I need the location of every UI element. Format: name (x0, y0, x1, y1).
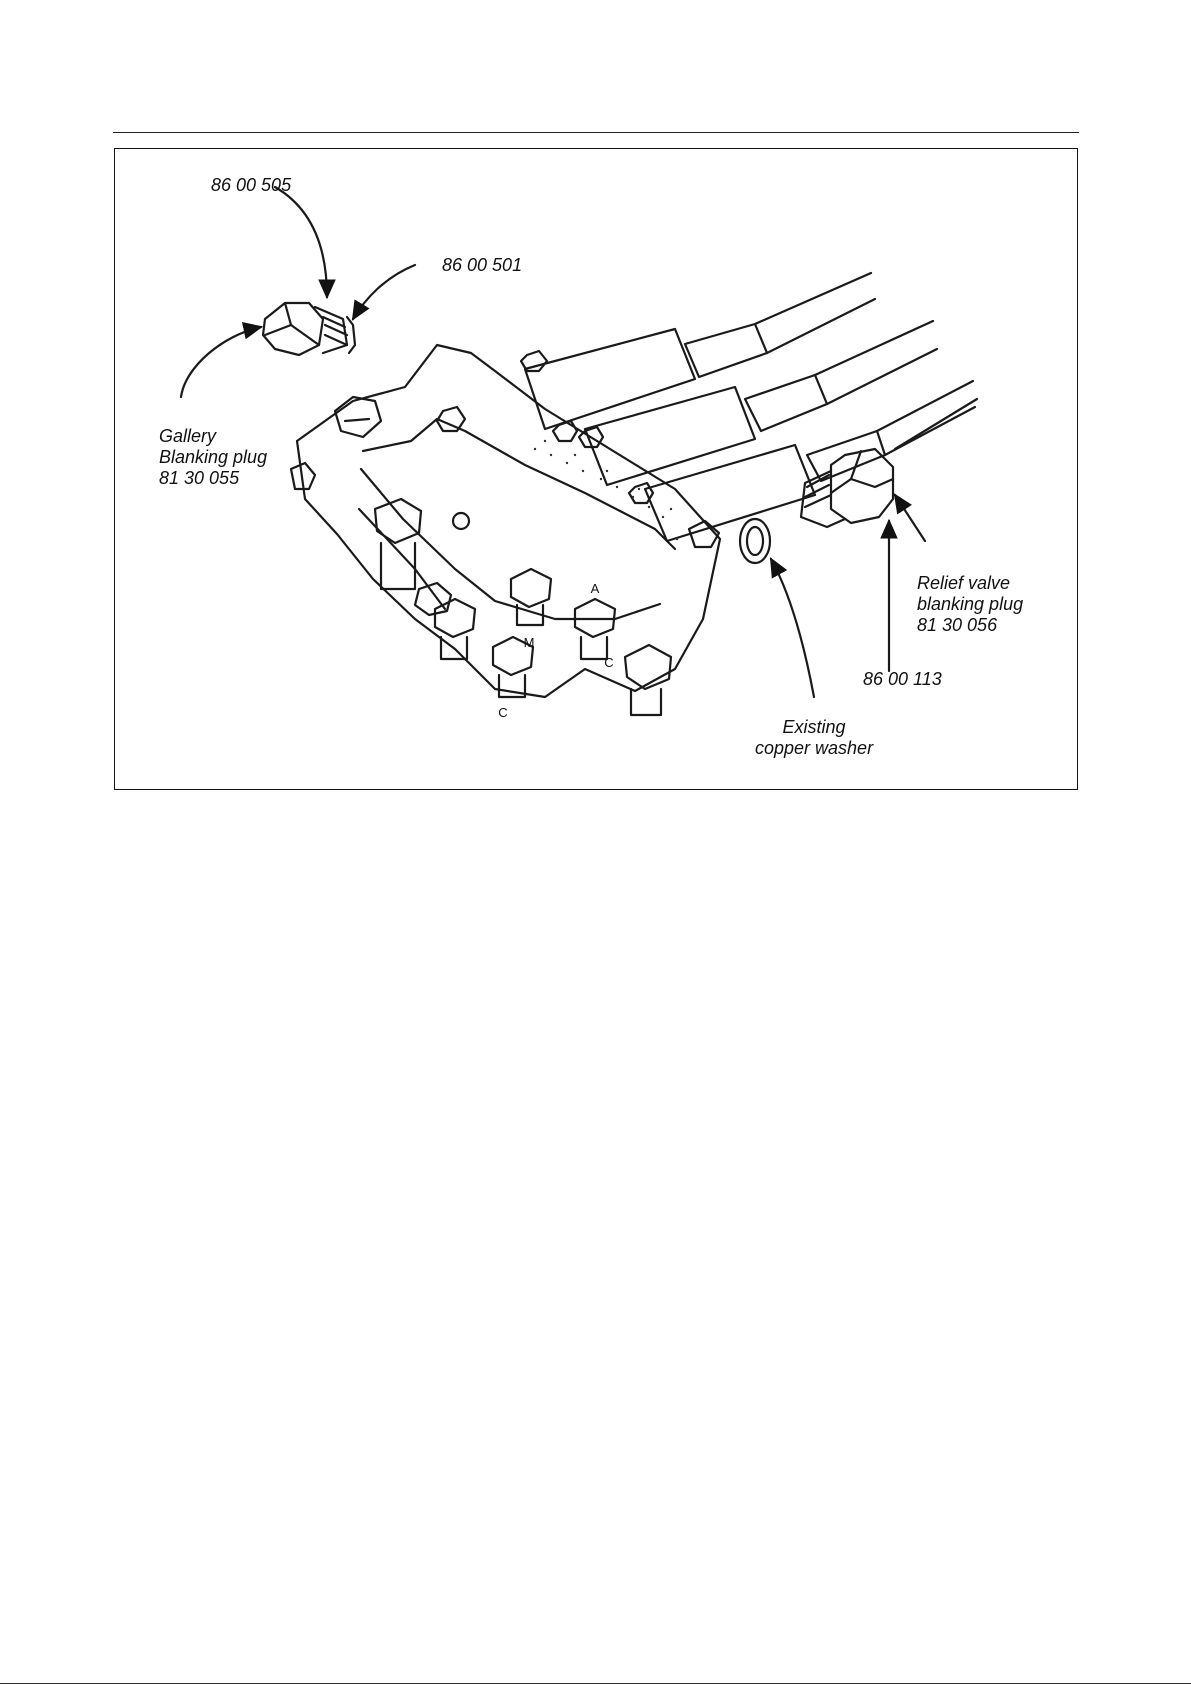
hydraulic-hoses (685, 273, 977, 481)
header-rule (113, 132, 1079, 133)
copper-washer (740, 519, 770, 563)
small-screws (291, 351, 719, 547)
gallery-blanking-plug (263, 303, 347, 355)
existing-copper-washer-label: Existing copper washer (755, 717, 873, 759)
part-number-86-00-113: 86 00 113 (863, 669, 942, 690)
relief-valve-blanking-plug (801, 449, 893, 527)
gallery-blanking-plug-label: Gallery Blanking plug 81 30 055 (159, 426, 267, 489)
port-marking: C (498, 705, 507, 720)
footer-rule (0, 1683, 1191, 1684)
seal-ring-86-00-501 (347, 317, 355, 353)
port-marking: A (591, 581, 600, 596)
port-marking: M (524, 635, 535, 650)
part-number-86-00-501: 86 00 501 (442, 255, 522, 276)
leader-arrows (181, 187, 925, 697)
figure-frame: M A C C 86 00 505 86 00 501 Gallery Blan… (114, 148, 1078, 790)
shading-stipple (534, 440, 678, 540)
part-number-86-00-505: 86 00 505 (211, 175, 291, 196)
hex-bolts (335, 397, 671, 715)
relief-valve-blanking-plug-label: Relief valve blanking plug 81 30 056 (917, 573, 1023, 636)
port-marking: C (604, 655, 613, 670)
